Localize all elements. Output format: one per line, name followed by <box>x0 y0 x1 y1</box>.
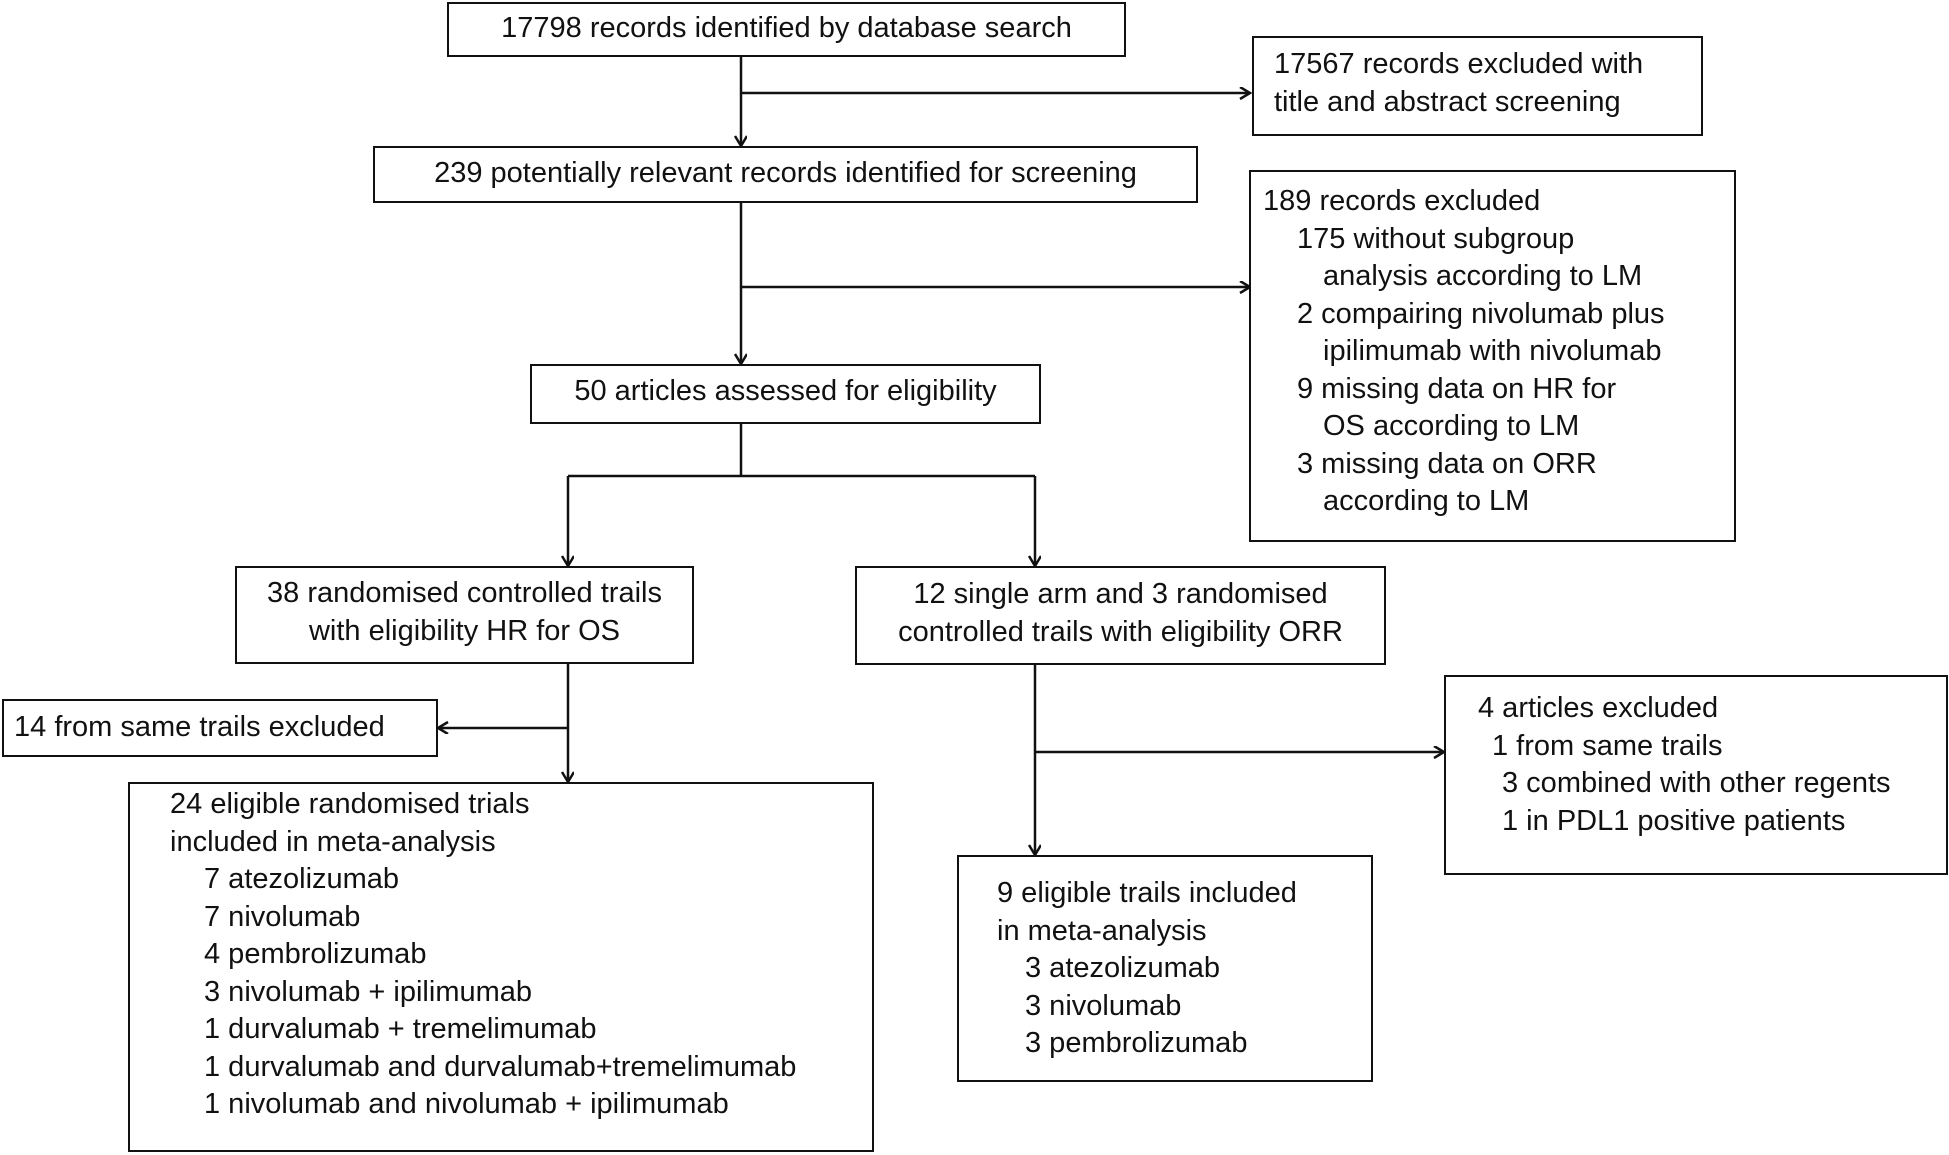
single-arm-box: 12 single arm and 3 randomised controlle… <box>855 566 1386 665</box>
articles-excluded-box: 4 articles excluded 1 from same trails 3… <box>1444 675 1948 875</box>
rct-box: 38 randomised controlled trails with eli… <box>235 566 694 664</box>
screening-text: 239 potentially relevant records identif… <box>434 157 1137 189</box>
rct-drug-item: 7 nivolumab <box>204 900 361 933</box>
rct-drug-item: 7 atezolizumab <box>204 863 400 895</box>
records-excluded-189-box: 189 records excluded 175 without subgrou… <box>1249 170 1736 542</box>
title-abstract-excluded-line-1: 17567 records excluded with <box>1274 48 1644 80</box>
rct-line-1: 38 randomised controlled trails <box>267 577 662 609</box>
rct-drug-item: 1 nivolumab and nivolumab + ipilimumab <box>204 1088 729 1120</box>
articles-excluded-item: 1 in PDL1 positive patients <box>1502 804 1846 837</box>
excluded-reason-2: 2 compairing nivolumab plus <box>1297 297 1665 330</box>
articles-excluded-item: 3 combined with other regents <box>1502 767 1891 799</box>
single-arm-line-1: 12 single arm and 3 randomised <box>913 578 1328 610</box>
screening-box: 239 potentially relevant records identif… <box>373 146 1198 203</box>
rct-drug-item: 3 nivolumab + ipilimumab <box>204 975 533 1008</box>
orr-included-line-2: in meta-analysis <box>997 914 1207 947</box>
articles-excluded-item: 1 from same trails <box>1492 729 1723 762</box>
rct-included-box: 24 eligible randomised trials included i… <box>128 782 874 1152</box>
orr-drug-item: 3 nivolumab <box>1025 989 1182 1022</box>
same-trials-excluded-text: 14 from same trails excluded <box>14 711 385 743</box>
excluded-reason-4: 3 missing data on ORR <box>1297 447 1597 480</box>
orr-drug-item: 3 pembrolizumab <box>1025 1027 1248 1059</box>
excluded-reason-4-cont: according to LM <box>1323 485 1530 517</box>
rct-line-2: with eligibility HR for OS <box>308 614 621 647</box>
excluded-reason-1-cont: analysis according to LM <box>1323 260 1643 292</box>
single-arm-line-2: controlled trails with eligibility ORR <box>898 615 1343 648</box>
rct-drug-item: 1 durvalumab + tremelimumab <box>204 1013 597 1045</box>
rct-drug-item: 4 pembrolizumab <box>204 938 427 970</box>
rct-included-line-1: 24 eligible randomised trials <box>170 788 530 820</box>
eligibility-box: 50 articles assessed for eligibility <box>530 364 1041 424</box>
title-abstract-excluded-line-2: title and abstract screening <box>1274 85 1621 118</box>
title-abstract-excluded-box: 17567 records excluded with title and ab… <box>1252 36 1703 136</box>
excluded-reason-3-cont: OS according to LM <box>1323 410 1580 442</box>
excluded-reason-2-cont: ipilimumab with nivolumab <box>1323 335 1662 367</box>
orr-included-line-1: 9 eligible trails included <box>997 877 1297 909</box>
records-excluded-189-title: 189 records excluded <box>1263 185 1541 217</box>
eligibility-text: 50 articles assessed for eligibility <box>574 375 997 407</box>
excluded-reason-1: 175 without subgroup <box>1297 222 1575 255</box>
excluded-reason-3: 9 missing data on HR for <box>1297 372 1617 405</box>
same-trials-excluded-box: 14 from same trails excluded <box>2 699 438 757</box>
records-identified-box: 17798 records identified by database sea… <box>447 2 1126 57</box>
rct-drug-item: 1 durvalumab and durvalumab+tremelimumab <box>204 1050 797 1083</box>
orr-drug-item: 3 atezolizumab <box>1025 952 1221 984</box>
rct-included-line-2: included in meta-analysis <box>170 825 496 858</box>
articles-excluded-title: 4 articles excluded <box>1478 692 1719 724</box>
orr-included-box: 9 eligible trails included in meta-analy… <box>957 855 1373 1082</box>
records-identified-text: 17798 records identified by database sea… <box>501 12 1072 44</box>
